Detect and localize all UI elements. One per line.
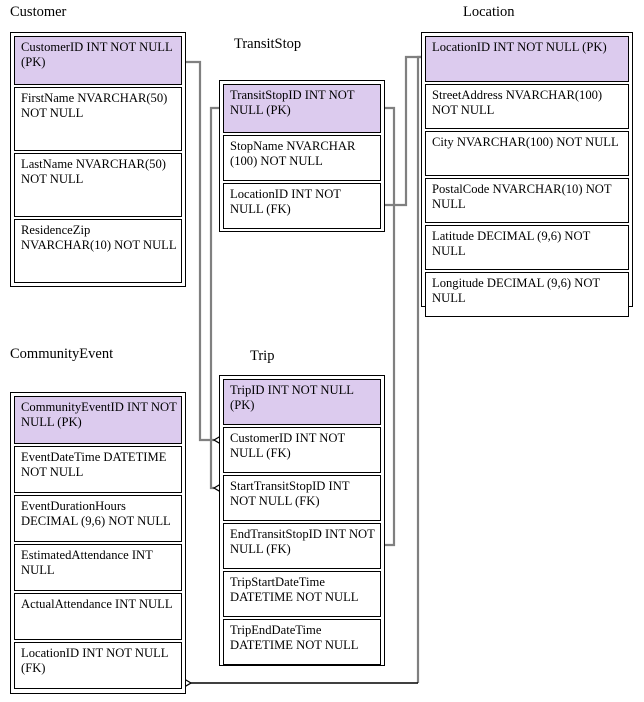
entity-title-trip: Trip	[250, 348, 275, 364]
entity-title-transitstop: TransitStop	[234, 36, 302, 52]
attribute-location-latitude[interactable]: Latitude DECIMAL (9,6) NOT NULL	[425, 225, 629, 270]
attribute-customer-customerid[interactable]: CustomerID INT NOT NULL (PK)	[14, 36, 182, 85]
attribute-trip-tripenddatetime[interactable]: TripEndDateTime DATETIME NOT NULL	[223, 619, 381, 665]
attribute-location-longitude[interactable]: Longitude DECIMAL (9,6) NOT NULL	[425, 272, 629, 317]
attribute-location-postalcode[interactable]: PostalCode NVARCHAR(10) NOT NULL	[425, 178, 629, 223]
attribute-communityevent-actualattendance[interactable]: ActualAttendance INT NULL	[14, 593, 182, 640]
entity-box-customer: CustomerID INT NOT NULL (PK) FirstName N…	[10, 32, 186, 287]
attribute-trip-tripid[interactable]: TripID INT NOT NULL (PK)	[223, 379, 381, 425]
attribute-communityevent-communityeventid[interactable]: CommunityEventID INT NOT NULL (PK)	[14, 396, 182, 444]
attribute-communityevent-estimatedattendance[interactable]: EstimatedAttendance INT NULL	[14, 544, 182, 591]
entity-title-customer: Customer	[10, 4, 67, 20]
entity-box-trip: TripID INT NOT NULL (PK) CustomerID INT …	[219, 375, 385, 666]
attribute-customer-residencezip[interactable]: ResidenceZip NVARCHAR(10) NOT NULL	[14, 219, 182, 283]
entity-title-location: Location	[463, 4, 515, 20]
entity-title-communityevent: CommunityEvent	[10, 346, 114, 362]
entity-box-location: LocationID INT NOT NULL (PK) StreetAddre…	[421, 32, 633, 317]
attribute-location-locationid[interactable]: LocationID INT NOT NULL (PK)	[425, 36, 629, 82]
attribute-communityevent-locationid[interactable]: LocationID INT NOT NULL (FK)	[14, 642, 182, 689]
attribute-communityevent-eventdurationhours[interactable]: EventDurationHours DECIMAL (9,6) NOT NUL…	[14, 495, 182, 542]
attribute-communityevent-eventdatetime[interactable]: EventDateTime DATETIME NOT NULL	[14, 446, 182, 493]
attribute-trip-starttransitstopid[interactable]: StartTransitStopID INT NOT NULL (FK)	[223, 475, 381, 521]
attribute-customer-lastname[interactable]: LastName NVARCHAR(50) NOT NULL	[14, 153, 182, 217]
attribute-location-streetaddress[interactable]: StreetAddress NVARCHAR(100) NOT NULL	[425, 84, 629, 129]
entity-box-transitstop: TransitStopID INT NOT NULL (PK) StopName…	[219, 80, 385, 232]
attribute-trip-tripstartdatetime[interactable]: TripStartDateTime DATETIME NOT NULL	[223, 571, 381, 617]
attribute-location-city[interactable]: City NVARCHAR(100) NOT NULL	[425, 131, 629, 176]
attribute-trip-customerid[interactable]: CustomerID INT NOT NULL (FK)	[223, 427, 381, 473]
attribute-transitstop-stopname[interactable]: StopName NVARCHAR (100) NOT NULL	[223, 135, 381, 181]
attribute-transitstop-transitstopid[interactable]: TransitStopID INT NOT NULL (PK)	[223, 84, 381, 133]
attribute-customer-firstname[interactable]: FirstName NVARCHAR(50) NOT NULL	[14, 87, 182, 151]
attribute-trip-endtransitstopid[interactable]: EndTransitStopID INT NOT NULL (FK)	[223, 523, 381, 569]
attribute-transitstop-locationid[interactable]: LocationID INT NOT NULL (FK)	[223, 183, 381, 229]
entity-box-communityevent: CommunityEventID INT NOT NULL (PK) Event…	[10, 392, 186, 694]
